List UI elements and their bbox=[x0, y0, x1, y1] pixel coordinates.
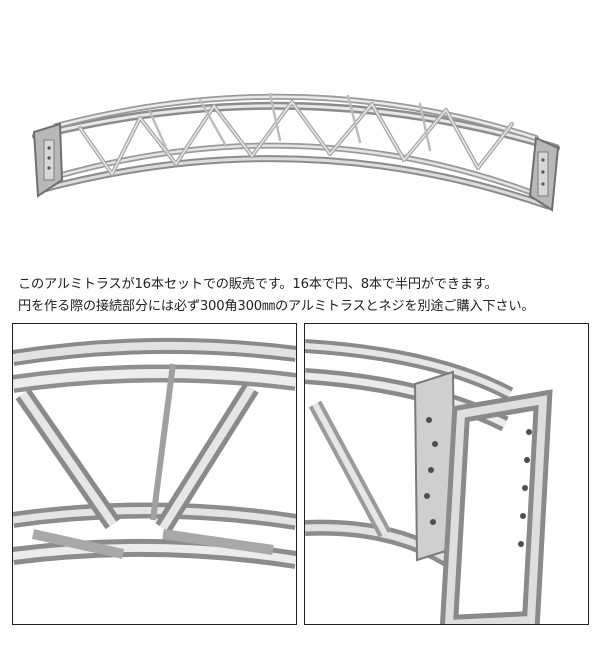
curved-truss-image bbox=[32, 92, 560, 212]
truss-closeup-image bbox=[13, 324, 296, 624]
truss-closeup-frame bbox=[12, 323, 297, 625]
endplate-closeup-frame bbox=[304, 323, 589, 625]
endplate-closeup-image bbox=[305, 324, 588, 624]
description-line-1: このアルミトラスが16本セットでの販売です。16本で円、8本で半円ができます。 bbox=[18, 277, 498, 292]
description-line-2: 円を作る際の接続部分には必ず300角300㎜のアルミトラスとネジを別途ご購入下さ… bbox=[18, 299, 535, 314]
product-description: このアルミトラスが16本セットでの販売です。16本で円、8本で半円ができます。 … bbox=[18, 274, 588, 318]
